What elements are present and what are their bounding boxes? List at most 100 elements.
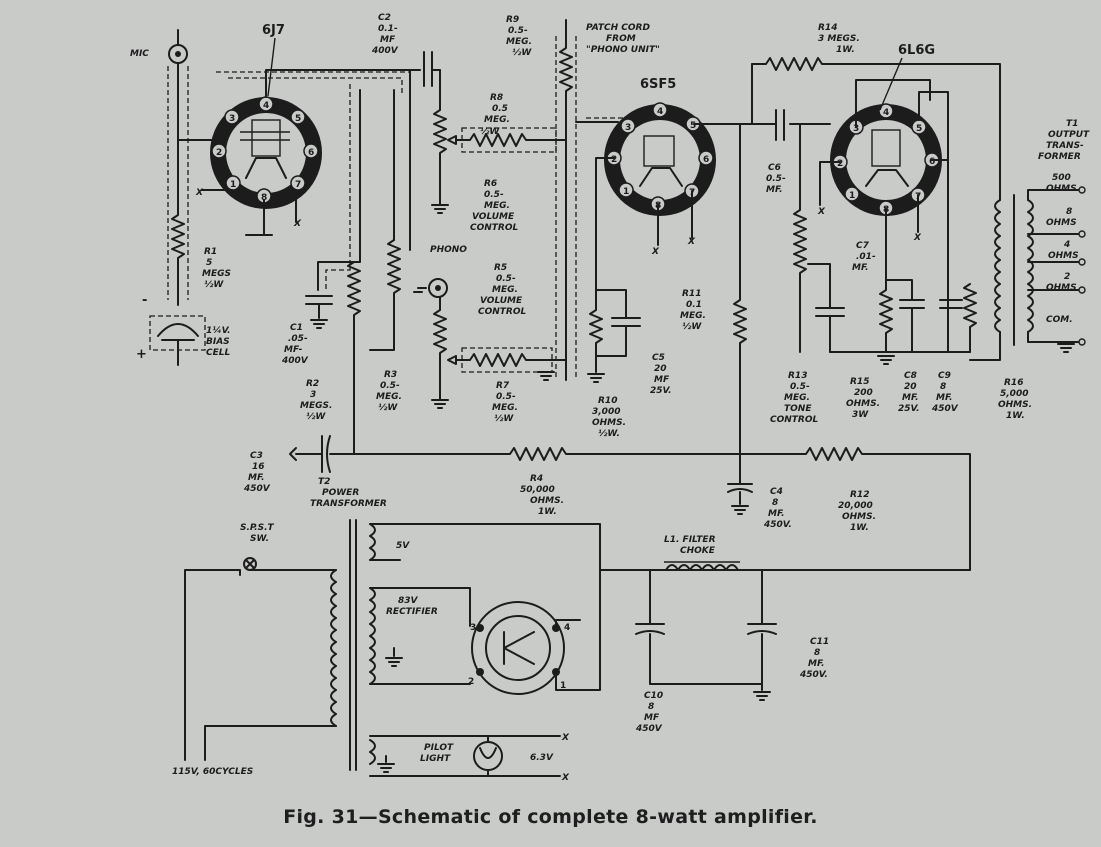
r6-label: CONTROL: [470, 223, 519, 233]
t1-pin: 7: [295, 180, 301, 190]
r11-label: ½W: [682, 322, 702, 332]
tap-label: OHMS: [1048, 251, 1079, 261]
r1-label: MEGS: [202, 269, 231, 279]
t3-pin: 4: [883, 108, 889, 118]
patch-label: "PHONO UNIT": [586, 45, 660, 55]
c5-label: 25V.: [650, 386, 672, 396]
tube-label-6sf5: 6SF5: [640, 77, 676, 92]
c6-label: MF.: [766, 185, 783, 195]
bias-label: CELL: [206, 348, 230, 358]
bias-cell: [149, 315, 206, 366]
c1-label: .05-: [288, 334, 308, 344]
patch-label: PATCH CORD: [586, 23, 650, 33]
r8-label: 0.5: [492, 104, 508, 114]
rect-pin: 2: [468, 677, 474, 687]
c3-label: 450V: [243, 484, 271, 494]
spst-label: S.P.S.T: [240, 523, 274, 533]
tap-label: OHMS: [1046, 184, 1077, 194]
r11-label: R11: [682, 289, 701, 299]
nc-x: X: [913, 233, 922, 243]
r13-label: MEG.: [784, 393, 810, 403]
r10-label: R10: [598, 396, 617, 406]
r12-label: 20,000: [838, 501, 873, 511]
r16-label: 5,000: [1000, 389, 1028, 399]
r4-label: OHMS.: [530, 496, 564, 506]
r3-label: ½W: [378, 403, 398, 413]
spst-label: SW.: [250, 534, 269, 544]
rectifier-83v: [471, 601, 565, 695]
l1-label: CHOKE: [680, 546, 716, 556]
c5-label: MF: [654, 375, 670, 385]
c10-label: 8: [648, 702, 654, 712]
output-transformer: [994, 186, 1086, 346]
nc-x: X: [195, 188, 204, 198]
r7-label: R7: [496, 381, 510, 391]
r6-label: R6: [484, 179, 497, 189]
r3-label: MEG.: [376, 392, 402, 402]
r6-label: 0.5-: [484, 190, 504, 200]
t2-pin: 1: [623, 187, 629, 197]
t3-pin: 1: [849, 191, 855, 201]
c9-label: 8: [940, 382, 946, 392]
bias-minus: -: [142, 293, 147, 308]
nc-x: X: [293, 219, 302, 229]
r7-label: MEG.: [492, 403, 518, 413]
c7-label: .01-: [856, 252, 876, 262]
r8-label: MEG.: [484, 115, 510, 125]
r5-label: 0.5-: [496, 274, 516, 284]
r13-label: CONTROL: [770, 415, 819, 425]
patch-label: FROM: [606, 34, 636, 44]
c10-label: MF: [644, 713, 660, 723]
mic-jack: [168, 29, 188, 64]
t3-pin: 6: [929, 157, 935, 167]
r4-label: 1W.: [538, 507, 557, 517]
r11-label: 0.1: [686, 300, 702, 310]
c4-label: C4: [770, 487, 783, 497]
c5-label: C5: [652, 353, 665, 363]
c8-label: MF.: [902, 393, 919, 403]
filter-choke-l1: [664, 561, 740, 571]
c11-label: C11: [810, 637, 829, 647]
c1-label: 400V: [281, 356, 309, 366]
c4-label: 450V.: [763, 520, 792, 530]
nc-x: X: [687, 237, 696, 247]
r3-label: R3: [384, 370, 397, 380]
rect-pin: 3: [470, 623, 476, 633]
r3-label: 0.5-: [380, 381, 400, 391]
r2-label: MEGS.: [300, 401, 332, 411]
r9-label: MEG.: [506, 37, 532, 47]
r4-label: R4: [530, 474, 543, 484]
t1-label: OUTPUT: [1048, 130, 1090, 140]
tube-label-6l6g: 6L6G: [898, 43, 935, 58]
tube-6sf5: [604, 102, 716, 216]
c10-label: C10: [644, 691, 663, 701]
r9-label: ½W: [512, 48, 532, 58]
r5-label: VOLUME: [480, 296, 523, 306]
r1-label: ½W: [204, 280, 224, 290]
r14-label: 1W.: [836, 45, 855, 55]
r11-label: MEG.: [680, 311, 706, 321]
c4-label: MF.: [768, 509, 785, 519]
c2-capacitor: [423, 51, 441, 87]
t1-pin: 2: [216, 148, 222, 158]
t1-label: TRANS-: [1046, 141, 1084, 151]
r16-label: R16: [1004, 378, 1023, 388]
nc-x: X: [561, 773, 570, 783]
t1-pin: 6: [308, 148, 314, 158]
c2-label: MF: [380, 35, 396, 45]
r8-label: ½W: [480, 127, 500, 137]
tap-label: OHMS: [1046, 218, 1077, 228]
c9-label: MF.: [936, 393, 953, 403]
c2-label: C2: [378, 13, 391, 23]
t2-pin: 2: [611, 155, 617, 165]
c8-label: C8: [904, 371, 917, 381]
r5-label: MEG.: [492, 285, 518, 295]
r6-label: VOLUME: [472, 212, 515, 222]
t3-pin: 3: [853, 124, 859, 134]
c11-label: 450V.: [799, 670, 828, 680]
c11-label: 8: [814, 648, 820, 658]
c3-label: C3: [250, 451, 263, 461]
r10-label: OHMS.: [592, 418, 626, 428]
t2-pin: 4: [657, 107, 663, 117]
nc-x: X: [651, 247, 660, 257]
